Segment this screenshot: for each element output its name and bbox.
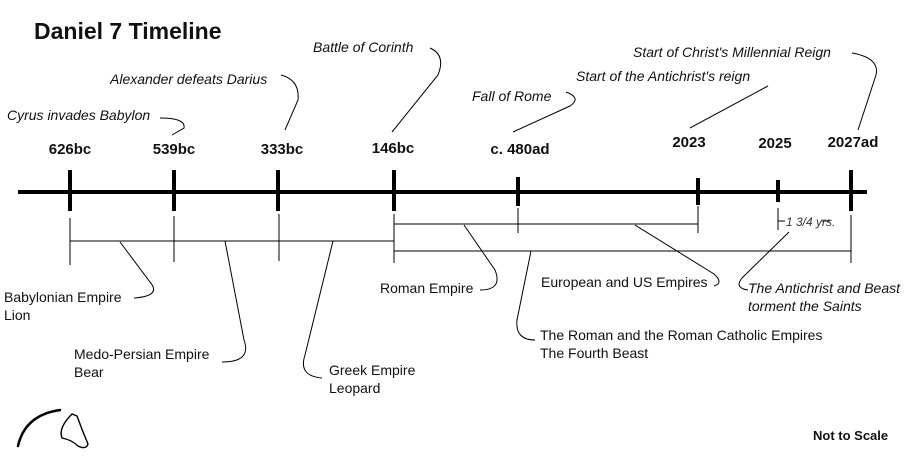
date-label: 333bc: [260, 141, 304, 158]
event-cyrus: Cyrus invades Babylon: [7, 107, 151, 123]
date-label: 2023: [672, 134, 706, 151]
period-desc: torment the Saints: [748, 298, 862, 314]
leader-lines: [119, 47, 877, 379]
date-label: 146bc: [371, 140, 415, 157]
date-ticks: [68, 170, 853, 211]
event-fall-of-rome: Fall of Rome: [472, 88, 552, 104]
period-greek: Greek Empire Leopard: [329, 361, 415, 397]
event-millennial-reign: Start of Christ's Millennial Reign: [633, 44, 831, 60]
period-beast: Bear: [74, 364, 104, 380]
period-beast: Lion: [4, 307, 31, 323]
event-antichrist-reign: Start of the Antichrist's reign: [576, 68, 751, 84]
date-label: 2025: [758, 135, 792, 152]
date-label: 626bc: [48, 141, 92, 158]
period-european-us: European and US Empires: [541, 274, 708, 290]
date-label: 539bc: [152, 141, 196, 158]
horse-logo: [16, 408, 89, 449]
event-corinth: Battle of Corinth: [313, 39, 414, 55]
period-brackets: [69, 206, 852, 265]
period-name: The Antichrist and Beast: [748, 280, 901, 296]
period-fourth-beast: The Roman and the Roman Catholic Empires…: [540, 326, 822, 362]
period-medo-persian: Medo-Persian Empire Bear: [74, 345, 209, 381]
event-alexander: Alexander defeats Darius: [110, 71, 268, 87]
period-name: Babylonian Empire: [4, 289, 122, 305]
period-beast: Leopard: [329, 380, 381, 396]
date-label: 2027ad: [827, 134, 879, 151]
scale-note: Not to Scale: [813, 428, 889, 443]
duration-label: 1 3/4 yrs.: [786, 215, 836, 229]
period-name: Greek Empire: [329, 362, 416, 378]
period-roman: Roman Empire: [380, 280, 474, 296]
period-name: The Roman and the Roman Catholic Empires: [540, 327, 823, 343]
period-babylonian: Babylonian Empire Lion: [4, 288, 122, 324]
period-beast: The Fourth Beast: [540, 345, 649, 361]
page-title: Daniel 7 Timeline: [34, 18, 222, 44]
date-label: c. 480ad: [490, 141, 550, 158]
period-name: Medo-Persian Empire: [74, 346, 210, 362]
period-antichrist: The Antichrist and Beast torment the Sai…: [748, 279, 900, 315]
